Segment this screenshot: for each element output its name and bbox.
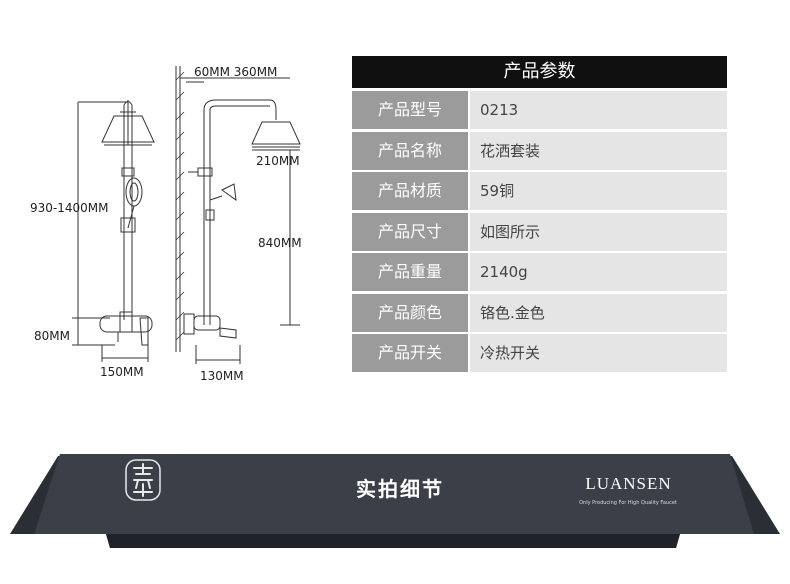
spec-value: 59铜 — [470, 172, 727, 210]
brand-name: LUANSEN — [585, 474, 672, 493]
right-height-label: 840MM — [258, 236, 302, 250]
spec-key: 产品名称 — [352, 131, 468, 170]
spec-row-size: 产品尺寸 如图所示 — [352, 212, 727, 251]
right-width-label: 130MM — [200, 369, 244, 383]
spec-row-material: 产品材质 59铜 — [352, 172, 727, 210]
shower-dimension-drawing — [72, 66, 301, 364]
spec-key: 产品尺寸 — [352, 212, 468, 251]
right-head-label: 210MM — [256, 154, 300, 168]
left-bottom-height-label: 80MM — [34, 329, 70, 343]
spec-row-switch: 产品开关 冷热开关 — [352, 334, 727, 372]
spec-row-color: 产品颜色 铬色.金色 — [352, 293, 727, 332]
spec-value: 冷热开关 — [470, 334, 727, 372]
spec-row-weight: 产品重量 2140g — [352, 253, 727, 291]
spec-title: 产品参数 — [352, 56, 727, 88]
spec-value: 2140g — [470, 253, 727, 291]
detail-banner — [10, 454, 780, 548]
spec-value: 0213 — [470, 91, 727, 129]
spec-key: 产品材质 — [352, 172, 468, 210]
spec-key: 产品型号 — [352, 91, 468, 129]
spec-row-name: 产品名称 花洒套装 — [352, 131, 727, 170]
spec-value: 铬色.金色 — [470, 293, 727, 332]
banner-title: 实拍细节 — [356, 477, 444, 501]
spec-value: 如图所示 — [470, 212, 727, 251]
spec-key: 产品颜色 — [352, 293, 468, 332]
left-width-label: 150MM — [100, 365, 144, 379]
brand-logo — [125, 459, 161, 501]
spec-row-model: 产品型号 0213 — [352, 91, 727, 129]
left-height-range-label: 930-1400MM — [30, 201, 109, 215]
spec-key: 产品开关 — [352, 334, 468, 372]
spec-key: 产品重量 — [352, 253, 468, 291]
right-top-label: 60MM 360MM — [194, 65, 278, 79]
spec-table: 产品型号 0213 产品名称 花洒套装 产品材质 59铜 产品尺寸 如图所示 产… — [352, 91, 727, 375]
spec-value: 花洒套装 — [470, 131, 727, 170]
brand-tagline: Only Producing For High Quality Faucet — [579, 500, 677, 506]
